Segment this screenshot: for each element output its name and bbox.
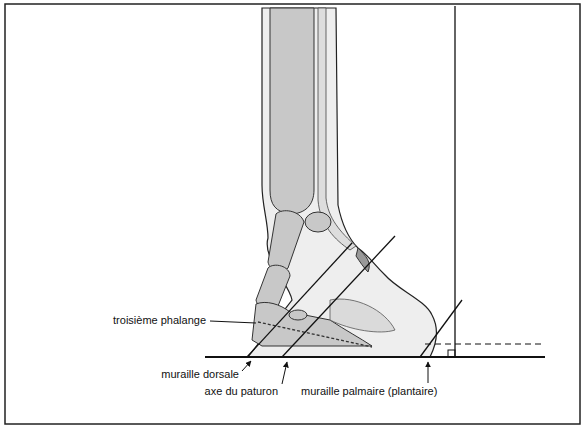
part-label: muraille dorsale	[160, 368, 240, 381]
sesamoid	[305, 212, 331, 232]
ground-line	[205, 356, 545, 358]
frame	[5, 4, 580, 424]
leg-outline	[248, 8, 436, 357]
navicular	[289, 310, 307, 320]
part-label: muraille palmaire (plantaire)	[300, 385, 438, 398]
part-label: troisième phalange	[112, 314, 207, 327]
first-phalanx	[268, 211, 304, 272]
ergot	[356, 248, 369, 272]
pastern-axis-line	[282, 236, 395, 357]
plumb-line	[454, 6, 455, 357]
leader-arrow	[282, 362, 287, 384]
leader-line	[210, 321, 256, 323]
cannon-bone	[270, 8, 314, 214]
reference-dashed	[425, 344, 545, 345]
leader-arrow	[428, 362, 429, 383]
leader-arrow	[242, 361, 251, 371]
part-label: axe du paturon	[204, 385, 279, 398]
dorsal-wall-line	[247, 243, 352, 357]
palmar-wall-line	[420, 300, 462, 357]
digital-cushion	[330, 299, 395, 332]
right-angle	[448, 350, 455, 357]
